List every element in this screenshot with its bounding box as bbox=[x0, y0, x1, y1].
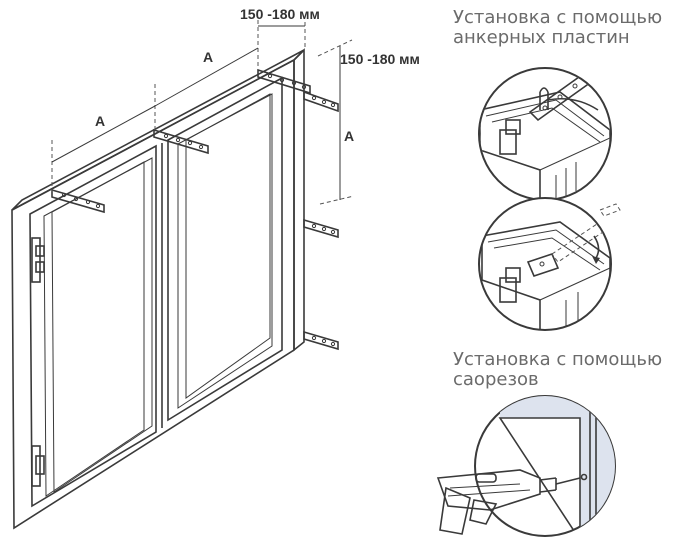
anchor-plate-detail-circle bbox=[478, 67, 612, 201]
screw-install-detail-circle bbox=[474, 395, 616, 537]
anchor-plates-caption: Установка с помощью анкерных пластин bbox=[453, 8, 662, 48]
spacing-label-side: A bbox=[344, 128, 354, 144]
anchor-plate-bend-detail-circle bbox=[478, 197, 621, 331]
anchor-caption-line1: Установка с помощью bbox=[453, 7, 663, 28]
top-anchor-plate-right bbox=[257, 68, 311, 95]
screw-caption-line1: Установка с помощью bbox=[453, 349, 663, 370]
window-frame bbox=[11, 48, 305, 530]
screws-caption: Установка с помощью саорезов bbox=[453, 350, 662, 390]
side-anchor-plate-middle bbox=[303, 218, 339, 239]
top-hinge-icon bbox=[31, 237, 45, 283]
side-gap-label: 150 -180 мм bbox=[340, 51, 420, 67]
top-anchor-plate-left bbox=[51, 188, 105, 214]
top-anchor-plate-middle bbox=[153, 128, 209, 155]
side-anchor-plate-bottom bbox=[303, 330, 339, 351]
anchor-caption-line2: анкерных пластин bbox=[453, 27, 630, 48]
top-gap-label: 150 -180 мм bbox=[240, 6, 320, 22]
bottom-hinge-icon bbox=[31, 445, 45, 487]
drill-icon bbox=[436, 469, 588, 535]
spacing-label-top: A bbox=[203, 49, 213, 65]
screw-caption-line2: саорезов bbox=[453, 369, 539, 390]
side-anchor-plate-top bbox=[303, 90, 339, 113]
dimension-lines bbox=[51, 20, 355, 205]
spacing-label-left: A bbox=[95, 113, 105, 129]
